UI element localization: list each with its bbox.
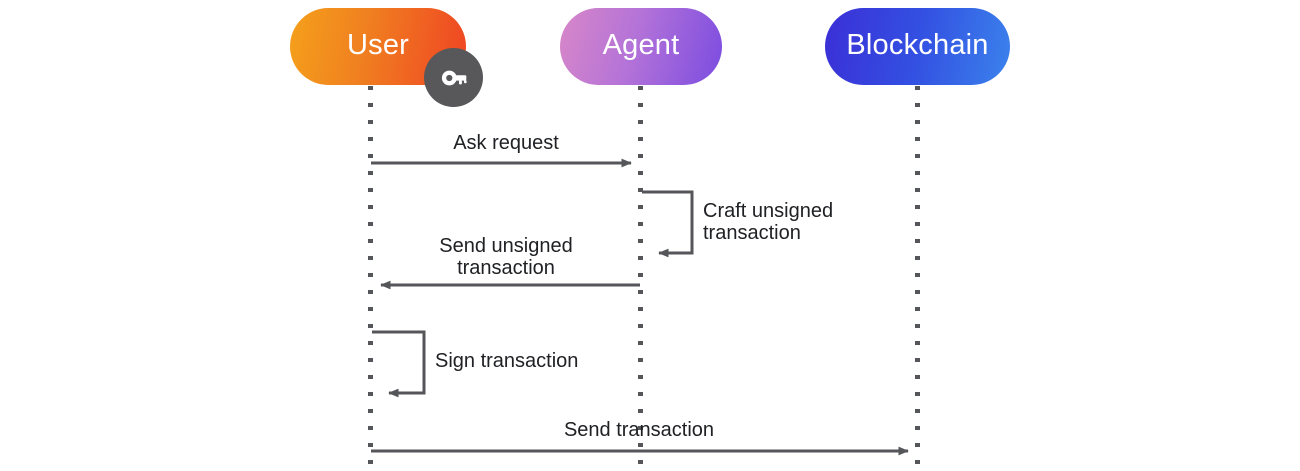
participant-agent[interactable]: Agent <box>560 8 722 85</box>
arrow-craft-unsigned-transaction <box>642 190 694 258</box>
arrow-sign-transaction <box>372 330 426 398</box>
message-label-craft-unsigned-transaction: Craft unsigned transaction <box>703 200 834 245</box>
message-label-sign-transaction: Sign transaction <box>435 350 579 372</box>
message-label-ask-request: Ask request <box>453 132 559 154</box>
message-label-send-transaction: Send transaction <box>563 419 715 441</box>
message-label-send-unsigned-transaction: Send unsigned transaction <box>439 235 573 280</box>
participant-blockchain-label: Blockchain <box>846 29 989 61</box>
key-icon <box>424 48 483 107</box>
participant-user-label: User <box>346 29 410 61</box>
participant-blockchain[interactable]: Blockchain <box>825 8 1010 85</box>
participant-agent-label: Agent <box>602 29 680 61</box>
